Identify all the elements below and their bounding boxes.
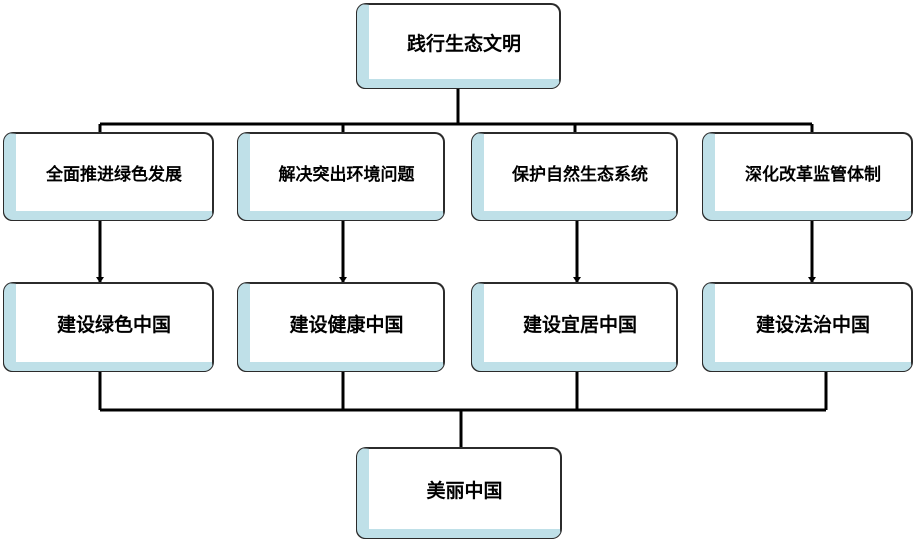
action-box-2: 解决突出环境问题 [238,133,444,220]
goal-label: 建设法治中国 [755,313,870,336]
action-label: 全面推进绿色发展 [46,165,182,185]
action-box-1: 全面推进绿色发展 [4,133,213,220]
action-label: 保护自然生态系统 [512,165,648,185]
goal-box-4: 建设法治中国 [703,283,912,371]
action-label: 深化改革监管体制 [745,165,881,185]
root-label: 践行生态文明 [406,32,521,55]
action-label: 解决突出环境问题 [278,165,415,185]
result-box: 美丽中国 [357,448,561,538]
goal-box-3: 建设宜居中国 [472,283,677,371]
goal-label: 建设绿色中国 [56,313,171,336]
goal-label: 建设宜居中国 [522,313,637,336]
goal-box-2: 建设健康中国 [238,283,444,371]
goal-box-1: 建设绿色中国 [4,283,213,371]
action-box-4: 深化改革监管体制 [703,133,912,220]
goal-label: 建设健康中国 [289,313,404,336]
root-box: 践行生态文明 [357,4,560,88]
result-label: 美丽中国 [426,479,503,502]
action-box-3: 保护自然生态系统 [472,133,677,220]
